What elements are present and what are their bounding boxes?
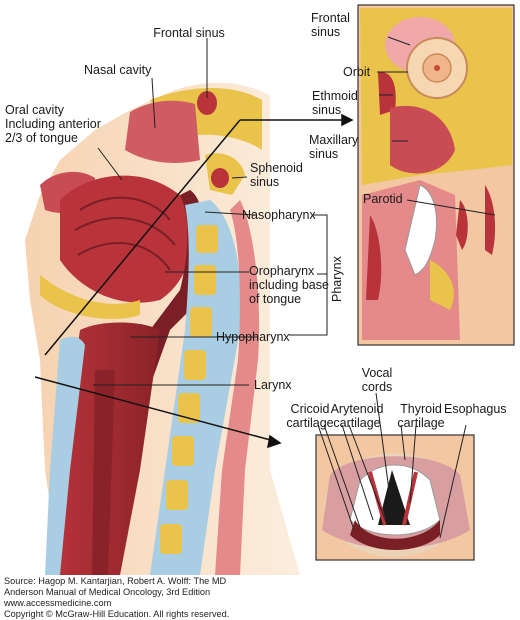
label-oral-cavity: Oral cavity Including anterior 2/3 of to… [5, 103, 101, 145]
label-pharynx: Pharynx [330, 256, 344, 302]
label-oropharynx: Oropharynx including base of tongue [249, 264, 329, 306]
sinus-coronal-inset [357, 4, 515, 346]
label-hypopharynx: Hypopharynx [216, 330, 290, 344]
source-line-3: www.accessmedicine.com [4, 598, 112, 608]
label-thyroid-cartilage: Thyroid cartilage [397, 402, 445, 430]
label-frontal-sinus-inset: Frontal sinus [311, 11, 350, 39]
label-frontal-sinus: Frontal sinus [153, 26, 225, 40]
source-line-2: Anderson Manual of Medical Oncology, 3rd… [4, 587, 211, 597]
label-parotid: Parotid [363, 192, 403, 206]
label-ethmoid-sinus: Ethmoid sinus [312, 89, 358, 117]
source-credit: Source: Hagop M. Kantarjian, Robert A. W… [4, 576, 304, 620]
sagittal-head-section [25, 82, 300, 575]
pointer-arrows [34, 113, 354, 449]
larynx-inset [315, 434, 475, 561]
source-line-4: Copyright © McGraw-Hill Education. All r… [4, 609, 230, 619]
label-nasopharynx: Nasopharynx [242, 208, 316, 222]
label-sphenoid-sinus: Sphenoid sinus [250, 161, 303, 189]
label-esophagus: Esophagus [444, 402, 507, 416]
source-line-1: Source: Hagop M. Kantarjian, Robert A. W… [4, 576, 227, 586]
label-nasal-cavity: Nasal cavity [84, 63, 152, 77]
label-arytenoid-cartilage: Arytenoid cartilage [330, 402, 384, 430]
label-maxillary-sinus: Maxillary sinus [309, 133, 359, 161]
label-larynx: Larynx [254, 378, 292, 392]
leader-lines [93, 36, 496, 539]
label-orbit: Orbit [343, 65, 371, 79]
label-vocal-cords: Vocal cords [361, 366, 393, 394]
label-cricoid-cartilage: Cricoid cartilage [286, 402, 334, 430]
